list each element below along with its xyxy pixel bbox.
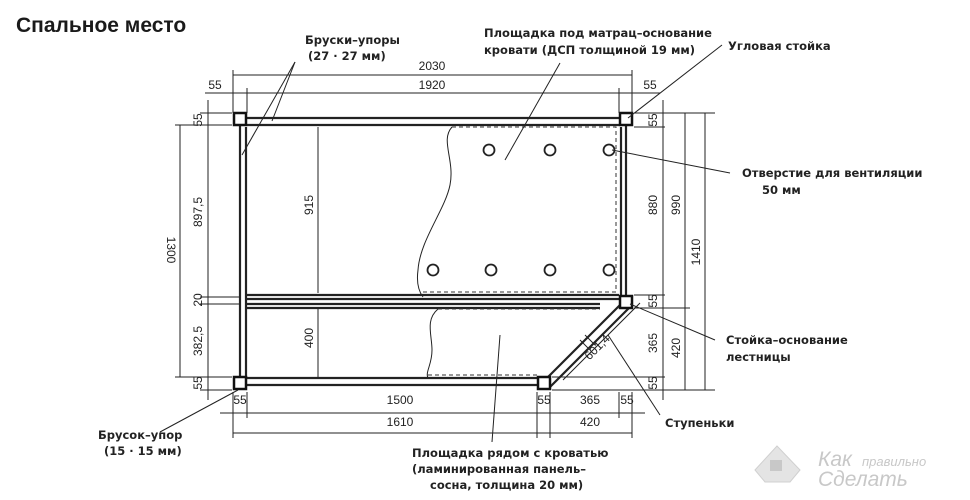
- dim-55: 55: [643, 78, 657, 92]
- dim-365: 365: [580, 393, 600, 407]
- ventilation-holes: [426, 143, 616, 277]
- dim-1500: 1500: [387, 393, 414, 407]
- corner-post-top-right: [618, 111, 634, 127]
- label-steps: Ступеньки: [665, 416, 734, 430]
- dim-55: 55: [620, 393, 634, 407]
- dim-915: 915: [302, 195, 316, 215]
- leader-lines: [159, 44, 731, 443]
- house-icon: [770, 460, 782, 471]
- label-stops-size: (27 · 27 мм): [308, 49, 386, 63]
- label-stops: Бруски–упоры: [305, 33, 400, 47]
- dim-total-width: 1300: [164, 237, 178, 264]
- svg-text:Сделать: Сделать: [818, 468, 908, 491]
- label-vent-size: 50 мм: [762, 183, 801, 197]
- dim-365: 365: [646, 333, 660, 353]
- label-ladder-post-2: лестницы: [726, 350, 791, 364]
- label-ladder-post: Стойка–основание: [726, 333, 848, 347]
- drawing-title: Спальное место: [16, 14, 186, 37]
- label-mattress-2: кровати (ДСП толщиной 19 мм): [484, 43, 695, 57]
- dim-55: 55: [646, 294, 660, 308]
- dim-inner-length: 1920: [419, 78, 446, 92]
- dim-880: 880: [646, 195, 660, 215]
- corner-post-bottom-left: [232, 375, 248, 391]
- label-stop-size: (15 · 15 мм): [104, 444, 182, 458]
- dim-total-length: 2030: [419, 59, 446, 73]
- dim-990: 990: [669, 195, 683, 215]
- label-vent: Отверстие для вентиляции: [742, 166, 922, 180]
- label-platform-3: сосна, толщина 20 мм): [430, 478, 583, 492]
- dim-55: 55: [537, 393, 551, 407]
- dim-382: 382,5: [191, 326, 205, 356]
- dim-55: 55: [191, 376, 205, 390]
- dim-897: 897,5: [191, 197, 205, 227]
- label-mattress: Площадка под матрац–основание: [484, 26, 712, 40]
- corner-post-top-left: [232, 111, 248, 127]
- dim-55: 55: [208, 78, 222, 92]
- dim-55: 55: [646, 376, 660, 390]
- dim-55: 55: [191, 113, 205, 127]
- label-platform: Площадка рядом с кроватью: [412, 446, 608, 460]
- dim-420: 420: [580, 415, 600, 429]
- platform-board: [426, 308, 600, 379]
- label-corner-post: Угловая стойка: [728, 39, 831, 53]
- dim-55: 55: [233, 393, 247, 407]
- dim-1410: 1410: [689, 238, 703, 265]
- svg-text:Как: Как: [818, 448, 853, 471]
- ladder-post: [618, 294, 634, 310]
- bed-frame: [238, 116, 631, 388]
- dim-420: 420: [669, 338, 683, 358]
- mattress-board: [417, 126, 617, 298]
- dim-20: 20: [191, 293, 205, 307]
- dimension-lines: [175, 70, 715, 438]
- label-stop: Брусок–упор: [98, 428, 182, 442]
- dim-55: 55: [646, 113, 660, 127]
- svg-text:правильно: правильно: [862, 454, 926, 469]
- label-platform-2: (ламинированная панель–: [412, 462, 586, 476]
- corner-post-bottom-mid: [536, 375, 552, 391]
- dim-400: 400: [302, 328, 316, 348]
- watermark-logo: Как правильно Сделать: [754, 445, 926, 491]
- dim-1610: 1610: [387, 415, 414, 429]
